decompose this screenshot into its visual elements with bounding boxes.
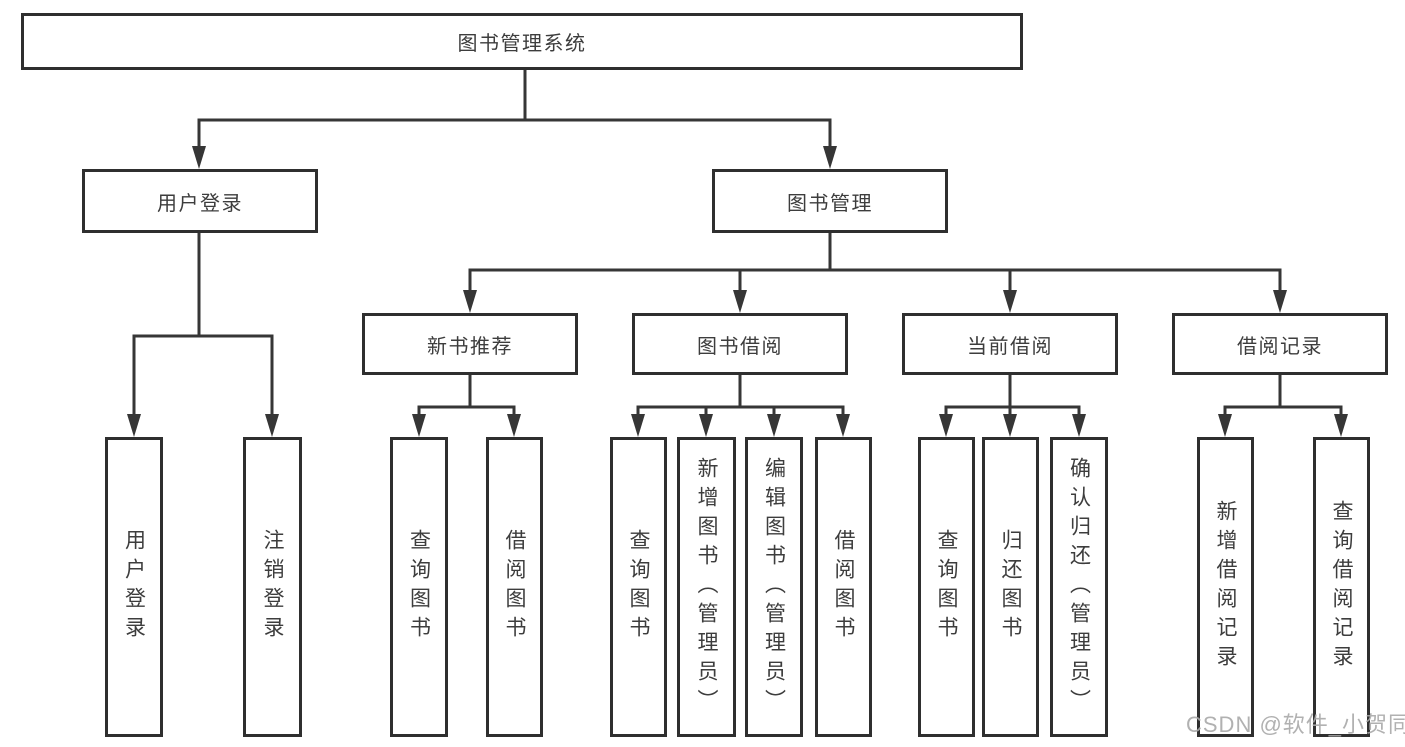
leaf-label: 查询借阅记录 [1330,500,1353,674]
node-new-book-recommend: 新书推荐 [362,313,578,375]
leaf-label: 借阅图书 [503,529,526,645]
connector-root-to-level2 [197,69,832,151]
node-book-borrow: 图书借阅 [632,313,848,375]
node-book-management-system: 图书管理系统 [21,13,1023,70]
leaf-logout: 注销登录 [243,437,302,737]
arrow-down-icon [836,414,850,437]
csdn-watermark: CSDN @软件_小贺同学 [1186,712,1405,737]
leaf-label: 查询图书 [935,529,958,645]
connector-borrow-records-to-leaves [1223,375,1343,419]
leaf-borrow-books-newbook: 借阅图书 [486,437,543,737]
leaf-label: 查询图书 [407,529,431,645]
node-book-management: 图书管理 [712,169,948,233]
leaf-user-login: 用户登录 [105,437,163,737]
arrow-down-icon [463,290,477,313]
connector-new-book-to-leaves [417,375,516,419]
arrow-down-icon [1072,414,1086,437]
leaf-label: 新增借阅记录 [1214,500,1237,674]
connector-current-borrow-to-leaves [944,375,1081,419]
arrow-down-icon [265,414,279,437]
arrow-down-icon [733,290,747,313]
connector-book-borrow-to-leaves [636,375,845,419]
arrow-down-icon [412,414,426,437]
leaf-label: 注销登录 [261,529,284,645]
leaf-label: 编辑图书（管理员） [762,456,786,718]
leaf-return-books: 归还图书 [982,437,1039,737]
leaf-label: 用户登录 [122,529,146,645]
arrow-down-icon [1334,414,1348,437]
arrow-down-icon [699,414,713,437]
arrow-down-icon [631,414,645,437]
arrow-down-icon [507,414,521,437]
arrow-down-icon [1218,414,1232,437]
node-borrow-records: 借阅记录 [1172,313,1388,375]
arrow-down-icon [1003,290,1017,313]
arrow-down-icon [767,414,781,437]
leaf-label: 归还图书 [999,529,1022,645]
leaf-edit-books-admin: 编辑图书（管理员） [745,437,803,737]
leaf-add-books-admin: 新增图书（管理员） [677,437,736,737]
leaf-label: 新增图书（管理员） [695,456,718,718]
leaf-query-borrow-record: 查询借阅记录 [1313,437,1370,737]
leaf-query-books-newbook: 查询图书 [390,437,448,737]
leaf-label: 确认归还（管理员） [1067,456,1091,718]
arrow-down-icon [1003,414,1017,437]
leaf-label: 借阅图书 [832,529,855,645]
connector-book-management-to-level3 [468,233,1282,295]
arrow-down-icon [823,146,837,169]
leaf-borrow-books: 借阅图书 [815,437,872,737]
leaf-query-books-borrow: 查询图书 [610,437,667,737]
connector-user-login-to-leaves [132,233,274,419]
node-user-login: 用户登录 [82,169,318,233]
leaf-add-borrow-record: 新增借阅记录 [1197,437,1254,737]
leaf-label: 查询图书 [627,529,650,645]
leaf-query-books-current: 查询图书 [918,437,975,737]
arrow-down-icon [939,414,953,437]
arrow-down-icon [192,146,206,169]
arrow-down-icon [1273,290,1287,313]
node-current-borrow: 当前借阅 [902,313,1118,375]
arrow-down-icon [127,414,141,437]
leaf-confirm-return-admin: 确认归还（管理员） [1050,437,1108,737]
